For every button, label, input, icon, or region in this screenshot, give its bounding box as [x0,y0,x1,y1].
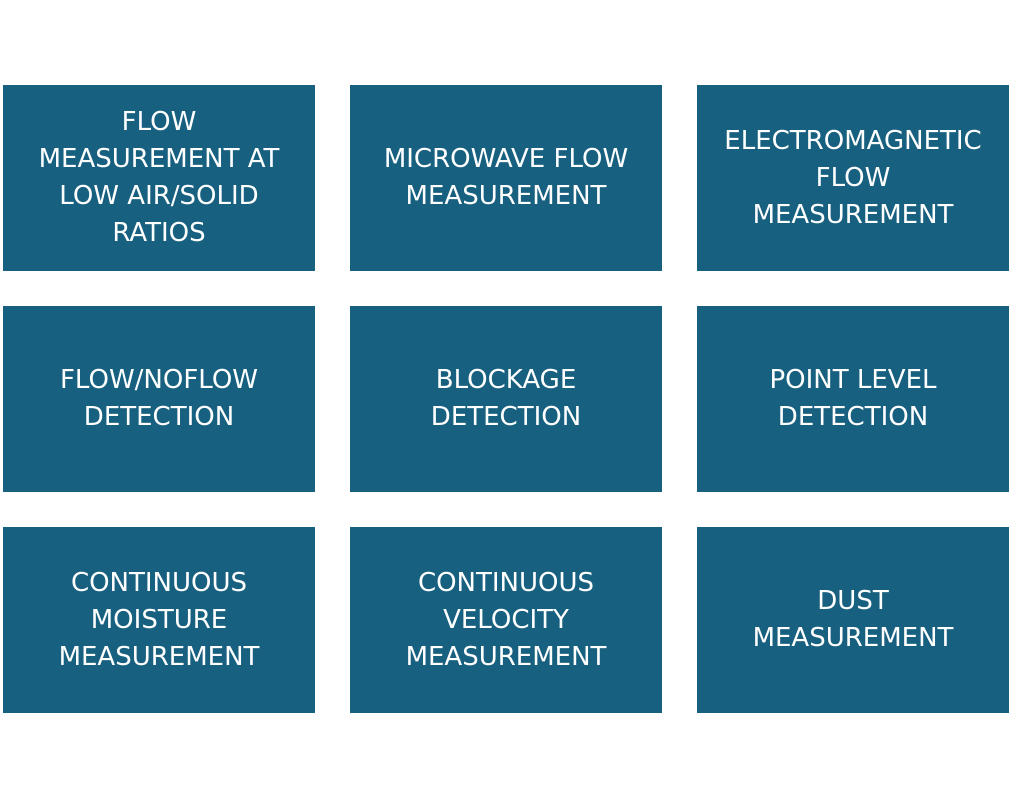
tile-label: BLOCKAGE DETECTION [430,365,582,432]
tile-microwave-flow-measurement: MICROWAVE FLOW MEASUREMENT [350,85,662,271]
tile-label: CONTINUOUS VELOCITY MEASUREMENT [405,567,607,672]
tile-label: FLOW MEASUREMENT AT LOW AIR/SOLID RATIOS [38,107,280,248]
tile-label: POINT LEVEL DETECTION [769,365,937,432]
measurement-tile-grid: FLOW MEASUREMENT AT LOW AIR/SOLID RATIOS… [3,85,1009,713]
tile-electromagnetic-flow-measurement: ELECTROMAGNETIC FLOW MEASUREMENT [697,85,1009,271]
tile-flow-measurement-low-air-solid-ratios: FLOW MEASUREMENT AT LOW AIR/SOLID RATIOS [3,85,315,271]
tile-label: DUST MEASUREMENT [752,586,954,653]
tile-flow-noflow-detection: FLOW/NOFLOW DETECTION [3,306,315,492]
tile-point-level-detection: POINT LEVEL DETECTION [697,306,1009,492]
tile-label: CONTINUOUS MOISTURE MEASUREMENT [58,567,260,672]
tile-label: MICROWAVE FLOW MEASUREMENT [383,144,629,211]
tile-label: ELECTROMAGNETIC FLOW MEASUREMENT [724,125,982,230]
tile-continuous-velocity-measurement: CONTINUOUS VELOCITY MEASUREMENT [350,527,662,713]
tile-label: FLOW/NOFLOW DETECTION [59,365,259,432]
tile-continuous-moisture-measurement: CONTINUOUS MOISTURE MEASUREMENT [3,527,315,713]
tile-dust-measurement: DUST MEASUREMENT [697,527,1009,713]
tile-blockage-detection: BLOCKAGE DETECTION [350,306,662,492]
